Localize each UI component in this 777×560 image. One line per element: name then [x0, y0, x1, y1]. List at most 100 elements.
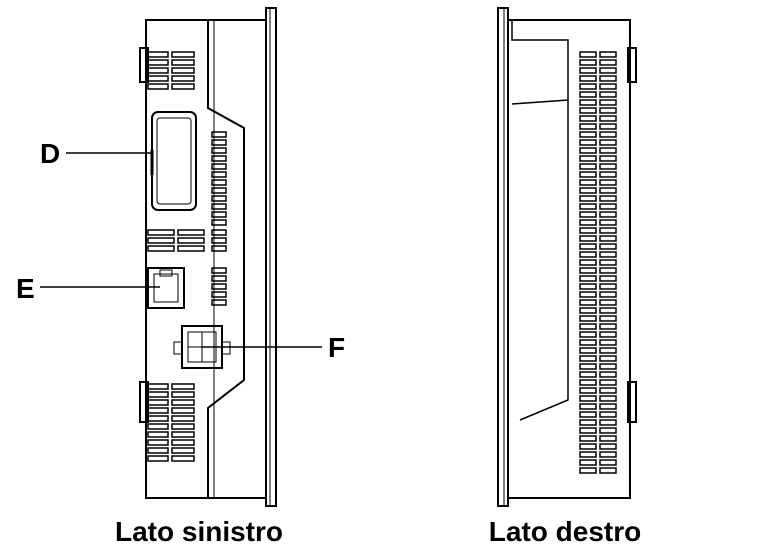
- vent-slot: [171, 439, 195, 446]
- vent-slot: [579, 259, 597, 266]
- vent-slot: [211, 155, 227, 162]
- compartment-d: [151, 111, 197, 211]
- vent-slot: [147, 391, 169, 398]
- vent-slot: [579, 347, 597, 354]
- vent-slot: [599, 307, 617, 314]
- vent-slot: [599, 227, 617, 234]
- right-vent-grille: [579, 51, 617, 474]
- caption-left-side: Lato sinistro: [115, 516, 283, 547]
- vent-slot: [579, 395, 597, 402]
- vent-slot: [599, 171, 617, 178]
- vent-slot: [599, 67, 617, 74]
- right-body-step-top: [511, 20, 569, 105]
- vent-slot: [579, 387, 597, 394]
- vent-slot: [599, 243, 617, 250]
- vent-slot: [599, 371, 617, 378]
- vent-slot: [211, 163, 227, 170]
- vent-slot: [579, 155, 597, 162]
- vent-slot: [579, 91, 597, 98]
- vent-slot: [579, 315, 597, 322]
- vent-slot: [599, 395, 617, 402]
- vent-slot: [171, 83, 195, 90]
- vent-slot: [211, 171, 227, 178]
- vent-slot: [599, 451, 617, 458]
- vent-slot: [147, 67, 169, 74]
- right-body-outline: [507, 19, 631, 499]
- vent-slot: [171, 407, 195, 414]
- vent-slot: [599, 267, 617, 274]
- vent-slot: [599, 91, 617, 98]
- vent-slot: [599, 251, 617, 258]
- vent-slot: [147, 229, 175, 236]
- vent-slot: [147, 237, 175, 244]
- vent-slot: [599, 147, 617, 154]
- vent-slot: [579, 99, 597, 106]
- vent-slot: [579, 235, 597, 242]
- vent-slot: [599, 83, 617, 90]
- vent-slot: [579, 59, 597, 66]
- vent-slot: [599, 459, 617, 466]
- left-body-step: [207, 20, 245, 498]
- vent-slot: [171, 75, 195, 82]
- vent-slot: [211, 219, 227, 226]
- vent-slot: [599, 411, 617, 418]
- vent-slot: [579, 371, 597, 378]
- vent-slot: [599, 123, 617, 130]
- callout-d-label: D: [40, 138, 60, 169]
- vent-slot: [599, 203, 617, 210]
- vent-slot: [211, 131, 227, 138]
- vent-slot: [147, 431, 169, 438]
- vent-slot: [599, 419, 617, 426]
- vent-slot: [579, 331, 597, 338]
- vent-slot: [579, 131, 597, 138]
- vent-slot: [579, 435, 597, 442]
- vent-slot: [579, 379, 597, 386]
- vent-slot: [147, 415, 169, 422]
- vent-slot: [579, 83, 597, 90]
- vent-slot: [599, 195, 617, 202]
- vent-slot: [171, 431, 195, 438]
- left-vent-grille: [147, 51, 227, 462]
- vent-slot: [579, 267, 597, 274]
- vent-slot: [579, 67, 597, 74]
- vent-slot: [599, 259, 617, 266]
- vent-slot: [211, 237, 227, 244]
- vent-slot: [147, 75, 169, 82]
- vent-slot: [147, 399, 169, 406]
- vent-slot: [579, 443, 597, 450]
- vent-slot: [147, 51, 169, 58]
- vent-slot: [579, 51, 597, 58]
- vent-slot: [599, 275, 617, 282]
- vent-slot: [579, 211, 597, 218]
- vent-slot: [599, 299, 617, 306]
- vent-slot: [599, 403, 617, 410]
- vent-slot: [171, 455, 195, 462]
- vent-slot: [599, 363, 617, 370]
- vent-slot: [599, 379, 617, 386]
- vent-slot: [599, 347, 617, 354]
- vent-slot: [211, 147, 227, 154]
- right-side-view: [497, 7, 637, 507]
- vent-slot: [599, 443, 617, 450]
- vent-slot: [211, 139, 227, 146]
- callout-leaders: [40, 152, 322, 348]
- vent-slot: [599, 51, 617, 58]
- vent-slot: [171, 415, 195, 422]
- vent-slot: [599, 163, 617, 170]
- vent-slot: [211, 275, 227, 282]
- vent-slot: [147, 439, 169, 446]
- vent-slot: [599, 467, 617, 474]
- vent-slot: [579, 243, 597, 250]
- vent-slot: [579, 163, 597, 170]
- vent-slot: [211, 267, 227, 274]
- vent-slot: [579, 139, 597, 146]
- vent-slot: [147, 59, 169, 66]
- vent-slot: [147, 245, 175, 252]
- vent-slot: [599, 155, 617, 162]
- vent-slot: [579, 179, 597, 186]
- port-e-clip: [159, 269, 173, 277]
- callout-e-label: E: [16, 273, 35, 304]
- vent-slot: [579, 467, 597, 474]
- vent-slot: [147, 455, 169, 462]
